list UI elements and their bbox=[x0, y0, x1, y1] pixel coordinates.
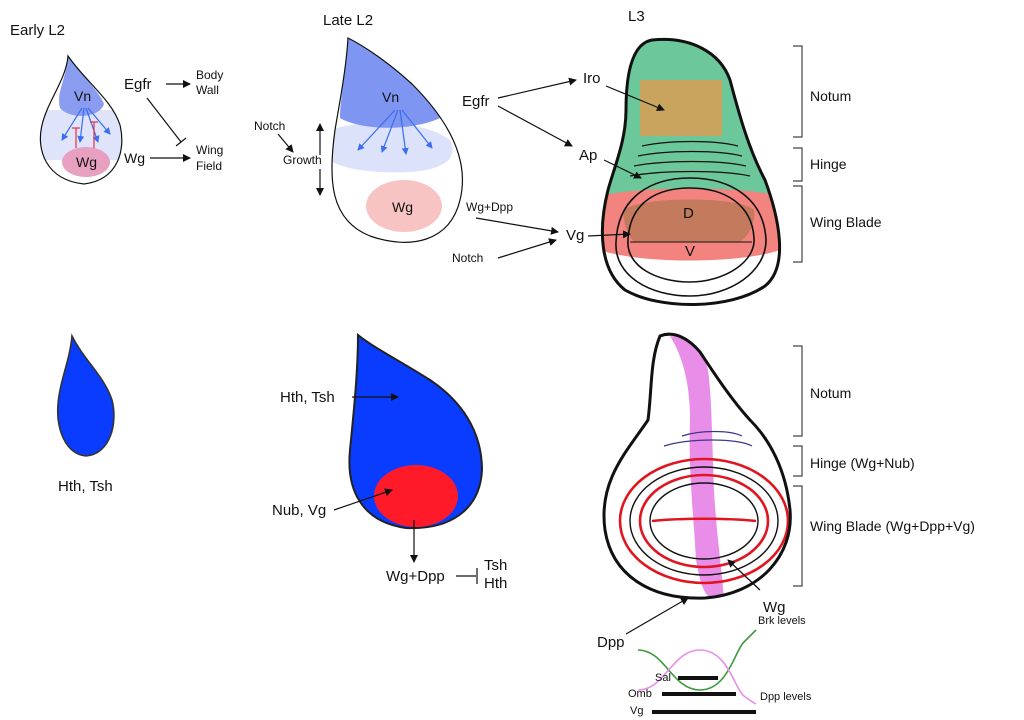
repressed-hth-label: Hth bbox=[484, 575, 507, 592]
l3-ventral-label: V bbox=[685, 243, 695, 260]
growth-label: Growth bbox=[283, 153, 322, 167]
early-vn-label: Vn bbox=[74, 88, 91, 104]
dpp-levels-label: Dpp levels bbox=[760, 691, 812, 703]
l3-dorsal-label: D bbox=[683, 205, 694, 222]
bottom-mid-hth-tsh-label: Hth, Tsh bbox=[280, 389, 335, 406]
late-wg-label: Wg bbox=[392, 199, 413, 215]
omb-label: Omb bbox=[628, 688, 652, 700]
l3-regulatory-network: Egfr Iro Ap Wg+Dpp Notch Vg bbox=[452, 70, 601, 265]
bottom-wg-dpp-label: Wg+Dpp bbox=[386, 568, 445, 585]
nub-vg-label: Nub, Vg bbox=[272, 502, 326, 519]
sal-label: Sal bbox=[655, 672, 671, 684]
wing-field-label-line1: Wing bbox=[196, 143, 223, 157]
early-wg-label: Wg bbox=[76, 154, 97, 170]
wing-field-label-line2: Field bbox=[196, 159, 222, 173]
hinge-label-top: Hinge bbox=[810, 156, 847, 172]
vg-domain-label: Vg bbox=[630, 705, 643, 717]
hinge-label-bottom: Hinge (Wg+Nub) bbox=[810, 455, 915, 471]
early-l2-expression-disc: Hth, Tsh bbox=[58, 336, 114, 495]
late-notch-label: Notch bbox=[254, 119, 285, 133]
brk-levels-label: Brk levels bbox=[758, 615, 806, 627]
network-wg-dpp-label: Wg+Dpp bbox=[466, 200, 513, 214]
notum-label-top: Notum bbox=[810, 88, 851, 104]
bottom-left-hth-tsh-label: Hth, Tsh bbox=[58, 478, 113, 495]
morphogen-gradient-plot: Brk levels Dpp levels bbox=[638, 615, 812, 704]
late-vn-label: Vn bbox=[382, 89, 399, 105]
body-wall-label-line1: Body bbox=[196, 68, 223, 82]
late-l2-disc: Vn Wg bbox=[330, 38, 462, 242]
early-l2-disc: Vn Wg bbox=[30, 56, 130, 184]
early-wg-regulator-label: Wg bbox=[124, 150, 145, 166]
early-egfr-label: Egfr bbox=[124, 76, 152, 93]
l3-disc-bottom: Wg Dpp bbox=[597, 334, 790, 651]
l3-top-region-brackets: Notum Hinge Wing Blade bbox=[793, 46, 882, 262]
bottom-wg-label: Wg bbox=[763, 599, 786, 616]
repressed-tsh-label: Tsh bbox=[484, 557, 507, 574]
stage-label-late-l2: Late L2 bbox=[323, 12, 373, 29]
l3-bottom-region-brackets: Notum Hinge (Wg+Nub) Wing Blade (Wg+Dpp+… bbox=[793, 346, 975, 586]
network-egfr-label: Egfr bbox=[462, 93, 490, 110]
wing-blade-label-top: Wing Blade bbox=[810, 214, 882, 230]
sal-domain-bar bbox=[678, 676, 718, 680]
target-gene-domains: Sal Omb Vg bbox=[628, 672, 756, 717]
late-l2-expression-disc: Hth, Tsh Nub, Vg Wg+Dpp Tsh Hth bbox=[272, 335, 507, 592]
vg-domain-bar bbox=[652, 710, 756, 714]
stage-label-early-l2: Early L2 bbox=[10, 22, 65, 39]
notum-label-bottom: Notum bbox=[810, 385, 851, 401]
bottom-dpp-label: Dpp bbox=[597, 634, 625, 651]
network-iro-label: Iro bbox=[583, 70, 601, 87]
stage-label-l3: L3 bbox=[628, 8, 645, 25]
network-notch-label: Notch bbox=[452, 251, 483, 265]
network-ap-label: Ap bbox=[579, 147, 597, 164]
late-l2-growth-network: Notch Growth bbox=[254, 119, 322, 195]
network-vg-label: Vg bbox=[566, 227, 584, 244]
body-wall-label-line2: Wall bbox=[196, 83, 219, 97]
early-l2-network: Egfr Body Wall Wg Wing Field bbox=[124, 68, 223, 173]
wing-blade-label-bottom: Wing Blade (Wg+Dpp+Vg) bbox=[810, 518, 975, 534]
l3-disc-top: D V bbox=[588, 30, 810, 305]
omb-domain-bar bbox=[662, 692, 736, 696]
